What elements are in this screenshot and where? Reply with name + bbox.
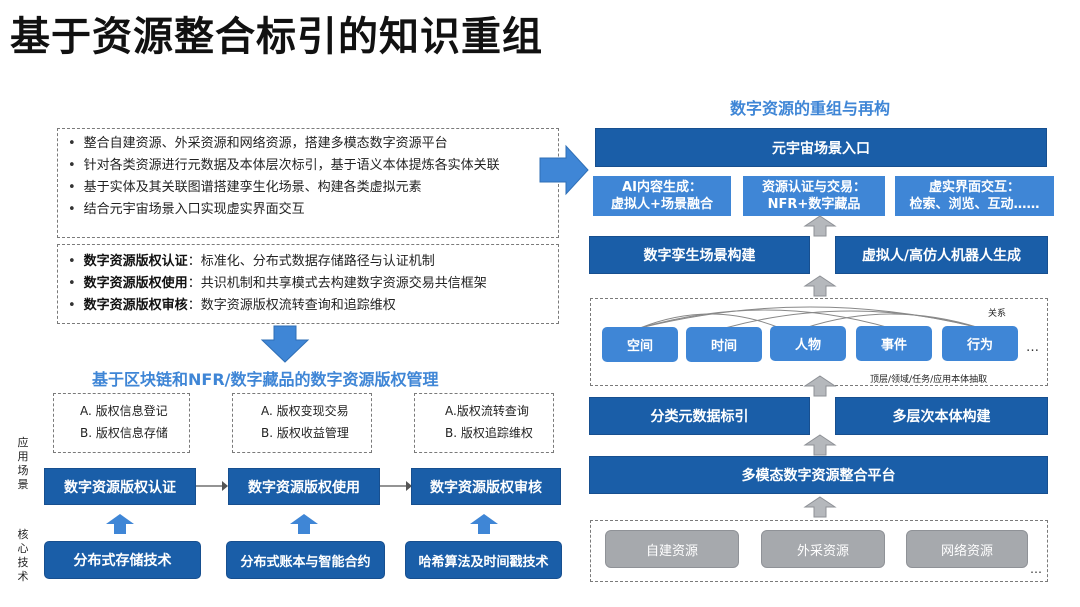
up-arrow-icon — [803, 496, 837, 518]
box-line: AI内容生成： — [622, 180, 702, 195]
digital-twin-box: 数字孪生场景构建 — [589, 236, 810, 274]
virtual-interaction-box: 虚实界面交互： 检索、浏览、互动…… — [895, 176, 1054, 216]
up-arrow-icon — [106, 514, 134, 534]
entity-space: 空间 — [602, 327, 678, 362]
up-arrow-icon — [803, 434, 837, 456]
bullet-item: 数字资源版权认证：标准化、分布式数据存储路径与认证机制 — [68, 251, 548, 273]
entity-time: 时间 — [686, 327, 762, 362]
relation-arcs — [639, 306, 981, 329]
source-network: 网络资源 — [906, 530, 1028, 568]
copyright-certification-box: 数字资源版权认证 — [44, 468, 196, 505]
entity-person: 人物 — [770, 326, 846, 361]
tech-ledger-smart-contract: 分布式账本与智能合约 — [226, 541, 385, 579]
bullet-box-bottom: 数字资源版权认证：标准化、分布式数据存储路径与认证机制 数字资源版权使用：共识机… — [57, 244, 559, 324]
scene-box-usage: A. 版权变现交易 B. 版权收益管理 — [232, 393, 372, 453]
entity-event: 事件 — [856, 326, 932, 361]
box-line: 虚拟人+场景融合 — [611, 197, 713, 212]
scene-line: B. 版权收益管理 — [261, 426, 349, 440]
connector-arrow-icon — [196, 481, 228, 491]
up-arrow-icon — [803, 375, 837, 397]
bullet-item: 整合自建资源、外采资源和网络资源，搭建多模态数字资源平台 — [68, 133, 548, 155]
entity-behavior: 行为 — [942, 326, 1018, 361]
scene-line: B. 版权信息存储 — [80, 426, 168, 440]
bullet-item: 数字资源版权使用：共识机制和共享模式去构建数字资源交易共信框架 — [68, 273, 548, 295]
tech-hash-timestamp: 哈希算法及时间戳技术 — [405, 541, 562, 579]
metadata-index-box: 分类元数据标引 — [589, 397, 810, 435]
sources-ellipsis: … — [1030, 562, 1042, 576]
relation-label: 关系 — [988, 309, 1007, 319]
scene-box-certification: A. 版权信息登记 B. 版权信息存储 — [53, 393, 190, 453]
bullet-bold: 数字资源版权使用 — [83, 276, 188, 291]
source-purchased: 外采资源 — [761, 530, 885, 568]
scene-line: A. 版权信息登记 — [80, 404, 168, 418]
up-arrow-icon — [803, 275, 837, 297]
bullet-item: 结合元宇宙场景入口实现虚实界面交互 — [68, 199, 548, 221]
label-core-tech: 核心技术 — [17, 528, 29, 583]
page-title: 基于资源整合标引的知识重组 — [10, 14, 543, 60]
copyright-audit-box: 数字资源版权审核 — [411, 468, 561, 505]
label-application-scene: 应用场景 — [17, 436, 29, 491]
resource-trade-box: 资源认证与交易： NFR+数字藏品 — [743, 176, 885, 216]
box-line: 虚实界面交互： — [928, 180, 1020, 195]
bullet-item: 针对各类资源进行元数据及本体层次标引，基于语义本体提炼各实体关联 — [68, 155, 548, 177]
connector-arrow-icon — [380, 481, 412, 491]
box-line: NFR+数字藏品 — [767, 197, 861, 212]
scene-line: A.版权流转查询 — [445, 404, 529, 418]
sources-region — [590, 520, 1048, 582]
ontology-build-box: 多层次本体构建 — [835, 397, 1048, 435]
right-arrow-icon — [539, 144, 589, 196]
copyright-section-title: 基于区块链和NFR/数字藏品的数字资源版权管理 — [92, 370, 439, 389]
reorg-section-title: 数字资源的重组与再构 — [730, 99, 891, 118]
bullet-text: ：共识机制和共享模式去构建数字资源交易共信框架 — [187, 276, 487, 291]
tech-distributed-storage: 分布式存储技术 — [44, 541, 201, 579]
entity-ellipsis: … — [1026, 340, 1039, 355]
box-line: 检索、浏览、互动…… — [909, 197, 1040, 212]
copyright-usage-box: 数字资源版权使用 — [228, 468, 380, 505]
box-line: 资源认证与交易： — [761, 180, 866, 195]
bullet-item: 数字资源版权审核：数字资源版权流转查询和追踪维权 — [68, 295, 548, 317]
bullet-text: ：标准化、分布式数据存储路径与认证机制 — [187, 254, 435, 269]
up-arrow-icon — [803, 215, 837, 237]
up-arrow-icon — [290, 514, 318, 534]
up-arrow-icon — [470, 514, 498, 534]
ontology-note: 顶层/领域/任务/应用本体抽取 — [870, 375, 988, 385]
platform-box: 多模态数字资源整合平台 — [589, 456, 1048, 494]
scene-line: A. 版权变现交易 — [261, 404, 349, 418]
down-arrow-icon — [260, 325, 310, 363]
metaverse-entry-box: 元宇宙场景入口 — [595, 128, 1047, 167]
scene-line: B. 版权追踪维权 — [445, 426, 533, 440]
bullet-bold: 数字资源版权认证 — [83, 254, 188, 269]
ai-content-box: AI内容生成： 虚拟人+场景融合 — [593, 176, 731, 216]
bullet-text: ：数字资源版权流转查询和追踪维权 — [187, 298, 396, 313]
source-self-built: 自建资源 — [605, 530, 739, 568]
scene-box-audit: A.版权流转查询 B. 版权追踪维权 — [414, 393, 554, 453]
bullet-item: 基于实体及其关联图谱搭建孪生化场景、构建各类虚拟元素 — [68, 177, 548, 199]
bullet-box-top: 整合自建资源、外采资源和网络资源，搭建多模态数字资源平台 针对各类资源进行元数据… — [57, 128, 559, 238]
bullet-bold: 数字资源版权审核 — [83, 298, 188, 313]
virtual-human-box: 虚拟人/高仿人机器人生成 — [835, 236, 1048, 274]
